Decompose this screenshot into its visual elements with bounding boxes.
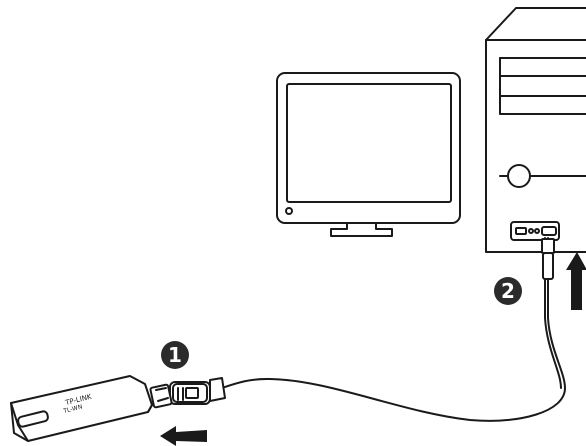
- step-2-badge: 2: [494, 277, 522, 305]
- usb-wireless-adapter: [11, 376, 172, 441]
- computer-tower: [486, 8, 586, 252]
- step-2-number: 2: [501, 279, 515, 303]
- step-1-badge: 1: [161, 341, 189, 369]
- arrow-up-icon: [566, 252, 586, 310]
- step-1-number: 1: [168, 343, 182, 367]
- usb-cable: [210, 238, 565, 421]
- usb-extension-connector: [170, 378, 225, 404]
- arrow-left-icon: [160, 426, 207, 446]
- monitor: [277, 73, 460, 236]
